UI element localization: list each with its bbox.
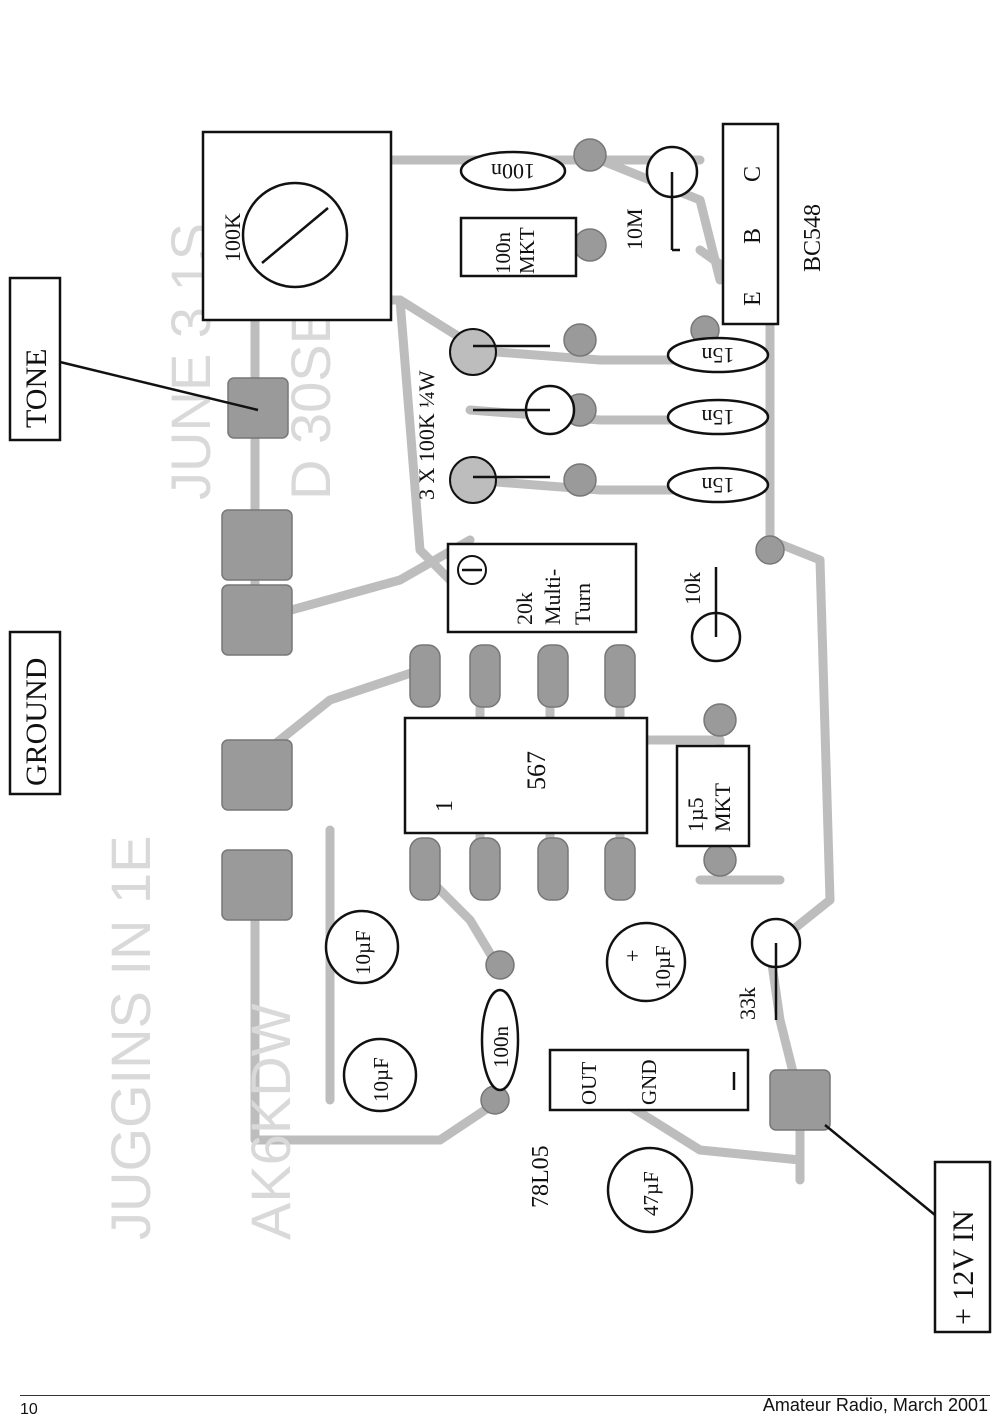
ic-567: 1 567 — [403, 716, 649, 835]
capacitor-100n-top: 100n — [459, 150, 567, 192]
power-in-label: + 12V IN — [824, 1124, 992, 1334]
svg-text:AK6KDW: AK6KDW — [239, 1003, 302, 1240]
resistor-33k: 33k — [735, 917, 802, 1020]
svg-text:C: C — [740, 166, 766, 182]
svg-text:10M: 10M — [622, 208, 647, 250]
ghost-silk-lettering: JUGGINS IN 1E AK6KDW JUNE 3 1S D 30SE7 — [99, 223, 342, 1240]
resistor-10m: 10M — [622, 145, 699, 252]
ground-label: GROUND — [8, 630, 62, 796]
transistor-bc548: C B E BC548 — [721, 122, 826, 326]
resistors-3x100k: 3 X 100K ¼W — [414, 328, 576, 504]
publication-credit: Amateur Radio, March 2001 — [762, 1395, 988, 1415]
svg-text:1: 1 — [432, 800, 458, 812]
capacitor-1u5-mkt: 1µ5 MKT — [675, 744, 751, 848]
page-number: 10 — [20, 1401, 38, 1418]
svg-text:MKT: MKT — [710, 783, 735, 832]
svg-text:10k: 10k — [680, 572, 705, 605]
svg-text:MKT: MKT — [515, 227, 539, 274]
svg-text:15n: 15n — [702, 473, 735, 498]
svg-text:GND: GND — [637, 1060, 661, 1106]
svg-text:JUGGINS IN 1E: JUGGINS IN 1E — [99, 835, 162, 1240]
svg-text:20k: 20k — [512, 592, 537, 625]
tone-label: TONE — [8, 276, 259, 442]
svg-text:3 X 100K ¼W: 3 X 100K ¼W — [414, 370, 439, 500]
regulator-78l05: OUT GND 78L05 — [528, 1048, 750, 1208]
svg-text:+: + — [620, 950, 645, 962]
svg-text:33k: 33k — [735, 987, 760, 1020]
resistor-10k: 10k — [680, 567, 742, 663]
capacitor-10uf-polarized: + 10µF — [605, 921, 687, 1003]
svg-text:47µF: 47µF — [639, 1171, 663, 1216]
svg-text:TONE: TONE — [20, 349, 53, 428]
capacitors-15n: 15n 15n 15n — [666, 336, 770, 504]
svg-text:GROUND: GROUND — [20, 658, 53, 786]
svg-text:OUT: OUT — [577, 1062, 601, 1105]
svg-text:100n: 100n — [491, 232, 515, 275]
trimmer-20k-multiturn: 20k Multi- Turn — [446, 542, 638, 634]
capacitor-47uf: 47µF — [606, 1146, 694, 1234]
svg-text:BC548: BC548 — [800, 204, 826, 272]
svg-text:E: E — [740, 291, 766, 306]
capacitor-100n-bottom: 100n — [480, 988, 520, 1092]
svg-text:100K: 100K — [220, 213, 245, 262]
svg-text:10µF: 10µF — [651, 945, 675, 990]
svg-text:10µF: 10µF — [351, 930, 375, 975]
svg-text:15n: 15n — [702, 405, 735, 430]
svg-text:567: 567 — [522, 751, 551, 790]
svg-text:+ 12V IN: + 12V IN — [947, 1210, 980, 1325]
svg-text:10µF: 10µF — [369, 1057, 393, 1102]
capacitor-100n-mkt: 100n MKT — [459, 216, 578, 278]
capacitor-10uf-lower: 10µF — [342, 1037, 418, 1113]
svg-text:1µ5: 1µ5 — [683, 797, 708, 832]
pcb-layout-svg: JUGGINS IN 1E AK6KDW JUNE 3 1S D 30SE7 — [8, 122, 992, 1334]
svg-text:B: B — [740, 228, 766, 244]
svg-text:Multi-: Multi- — [540, 569, 565, 625]
svg-text:100n: 100n — [489, 1026, 513, 1069]
svg-text:100n: 100n — [491, 159, 535, 184]
footer-rule — [20, 1395, 990, 1396]
capacitor-10uf-upper: 10µF — [324, 909, 400, 985]
svg-text:15n: 15n — [702, 343, 735, 368]
svg-text:Turn: Turn — [570, 583, 595, 625]
svg-text:78L05: 78L05 — [528, 1145, 554, 1208]
potentiometer-100k: 100K — [201, 130, 393, 322]
